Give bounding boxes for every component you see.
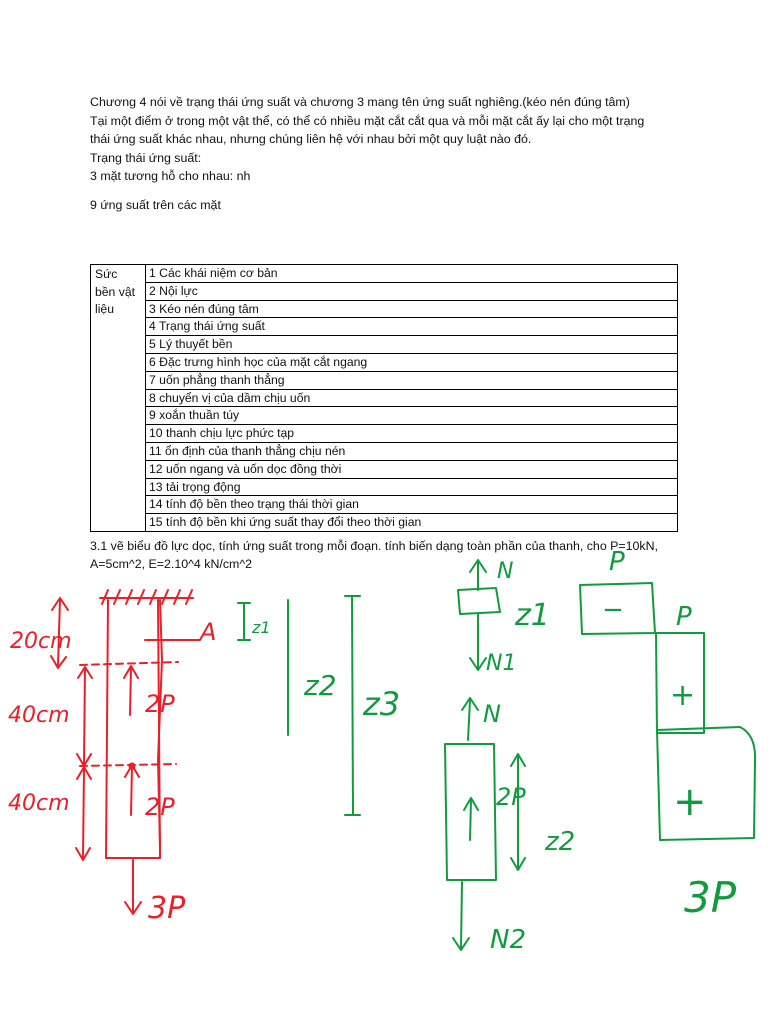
green-free-body-diagrams: N z1 N1 N 2P z2 N2	[444, 559, 575, 955]
fbd2-arrowhead	[461, 697, 479, 711]
intro-line: Chương 4 nói về trạng thái ứng suất và c…	[90, 95, 630, 109]
intro-line: Tại một điểm ở trong một vật thể, có thể…	[90, 113, 645, 128]
fbd2-load-arrow	[469, 799, 472, 841]
diagram-plus-sign: +	[673, 779, 707, 825]
table-row: 13 tải trọng động	[91, 477, 678, 497]
point-a-label: A	[198, 618, 216, 646]
fbd1-block	[457, 587, 501, 615]
intro-text: Chương 4 nói về trạng thái ứng suất và c…	[90, 93, 690, 215]
dimension-label-40cm: 40cm	[8, 791, 70, 816]
load-point	[128, 762, 136, 770]
load-arrow-upper	[129, 667, 132, 716]
fbd2-bottom-label: N2	[490, 925, 526, 955]
fbd2-top-label: N	[483, 700, 501, 728]
fbd1-arrowhead	[469, 657, 487, 671]
fbd2-load-arrowhead	[463, 797, 479, 811]
table-row: 10 thanh chịu lực phức tạp	[91, 424, 678, 443]
chapter-cell: 4 Trạng thái ứng suất	[145, 317, 678, 337]
dimension-line	[82, 767, 85, 859]
z2-label: z2	[303, 669, 337, 702]
fbd2-arrowhead	[452, 937, 470, 951]
red-bar-sketch: 20cm 40cm 40cm A 2P 2P 3P	[8, 589, 216, 926]
section-line	[79, 763, 177, 767]
subject-cell: Sức bền vật liệu	[90, 264, 146, 532]
diagram-plus-sign: +	[670, 678, 695, 713]
dimension-label-20cm: 20cm	[10, 629, 72, 654]
intro-line: 3 mặt tương hỗ cho nhau: nh	[90, 169, 251, 184]
table-row: 4 Trạng thái ứng suất	[91, 317, 678, 337]
z1-label: z1	[251, 618, 271, 637]
diagram-segment-positive-large	[656, 726, 757, 841]
syllabus-table: Sức bền vật liệu 1 Các khái niệm cơ bản …	[90, 264, 678, 532]
exercise-line: 3.1 vẽ biểu đồ lực dọc, tính ứng suất tr…	[90, 539, 659, 553]
table-row: 8 chuyển vị của dầm chịu uốn	[91, 388, 678, 408]
fbd2-z-label: z2	[544, 827, 575, 857]
fbd2-load-label: 2P	[496, 783, 526, 811]
dimension-arrows	[50, 597, 69, 669]
dimension-label-40cm: 40cm	[8, 703, 70, 728]
fbd1-top-label: N	[497, 559, 513, 584]
diagram-p-label: P	[676, 602, 692, 632]
fbd2-block	[444, 743, 497, 881]
intro-line: 9 ứng suất trên các mặt	[90, 197, 221, 212]
bottom-arrowhead	[124, 901, 142, 915]
dimension-line	[83, 667, 86, 765]
dimension-line	[57, 599, 61, 666]
chapter-cell: 14 tính độ bền theo trạng thái thời gian	[145, 495, 678, 515]
z3-bar	[351, 595, 354, 816]
exercise-line: A=5cm^2, E=2.10^4 kN/cm^2	[90, 557, 253, 571]
table-row: Sức bền vật liệu 1 Các khái niệm cơ bản	[90, 264, 678, 532]
fbd1-arrowhead	[469, 559, 487, 573]
table-row: 14 tính độ bền theo trạng thái thời gian	[91, 495, 678, 515]
z3-label: z3	[362, 685, 400, 723]
diagram-bottom-label: 3P	[684, 873, 737, 922]
diagram-segment-positive	[655, 632, 705, 734]
fbd1-z-label: z1	[514, 598, 550, 633]
green-z-segments: z1 z2 z3	[237, 595, 400, 816]
exercise-text: 3.1 vẽ biểu đồ lực dọc, tính ứng suất tr…	[90, 537, 710, 573]
syllabus-body: Sức bền vật liệu 1 Các khái niệm cơ bản …	[90, 264, 678, 532]
fbd2-up-arrow	[467, 699, 471, 741]
intro-line: thái ứng suất khác nhau, nhưng chúng liê…	[90, 132, 532, 147]
load-arrow-lower	[130, 765, 133, 816]
intro-line: Trạng thái ứng suất:	[90, 150, 202, 165]
load-arrowhead	[123, 665, 139, 679]
bottom-load-label: 3P	[148, 891, 186, 926]
load-label-2p: 2P	[145, 690, 175, 718]
diagram-top-label: P	[609, 547, 625, 577]
fbd2-dimension-arrows	[510, 753, 526, 871]
green-axial-force-diagram: P − P + + 3P	[579, 547, 757, 922]
chapter-cell: 15 tính độ bền khi ứng suất thay đổi the…	[145, 513, 678, 532]
chapter-cell: 8 chuyển vị của dầm chịu uốn	[145, 388, 678, 408]
support-hatch	[101, 589, 193, 605]
table-row: 15 tính độ bền khi ứng suất thay đổi the…	[91, 513, 678, 532]
chapter-cell: 10 thanh chịu lực phức tạp	[145, 424, 678, 443]
dimension-arrows	[75, 766, 92, 861]
load-label-2p: 2P	[145, 793, 175, 821]
fbd1-bottom-label: N1	[486, 651, 516, 676]
diagram-minus-sign: −	[602, 595, 624, 625]
section-line	[79, 661, 179, 666]
chapter-cell: 13 tải trọng động	[145, 477, 678, 497]
fbd2-down-arrow	[460, 881, 463, 949]
